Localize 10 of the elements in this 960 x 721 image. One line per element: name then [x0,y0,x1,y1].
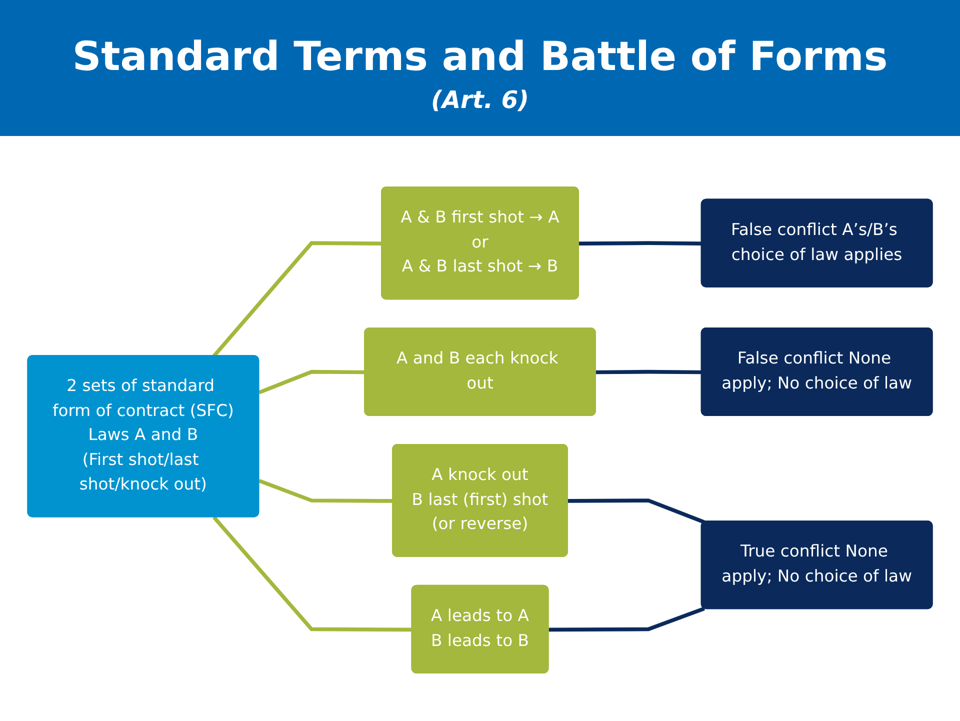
connector [258,478,394,503]
connector [212,516,412,632]
connector [258,370,366,394]
subtitle: (Art. 6) [431,86,529,114]
connector [596,370,702,374]
connector [212,241,382,358]
connector [579,241,702,246]
title: Standard Terms and Battle of Forms [71,34,889,80]
connector [548,606,705,632]
connector [568,498,705,524]
